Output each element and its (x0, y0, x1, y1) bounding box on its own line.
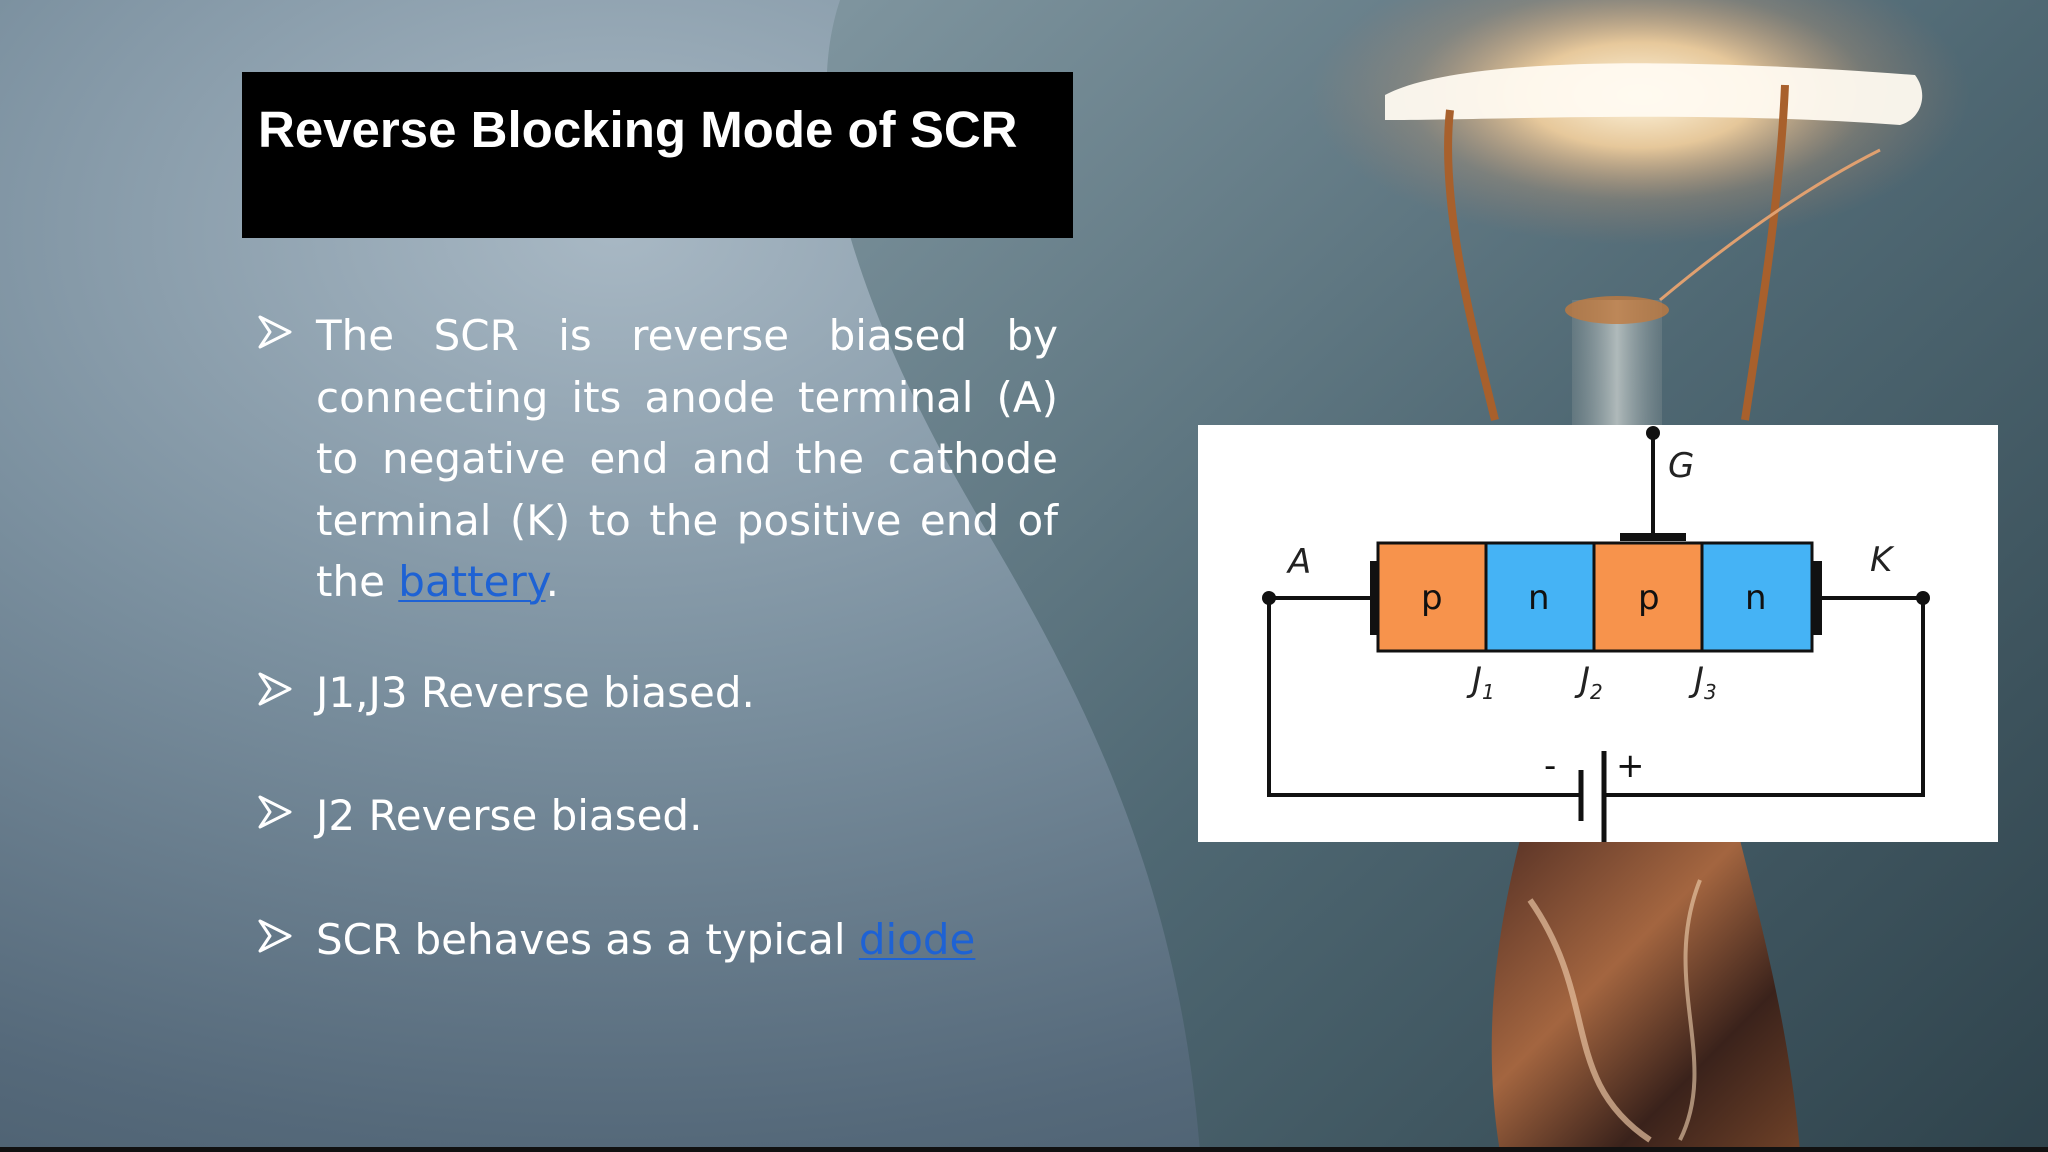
n-layer-1 (1484, 541, 1596, 653)
n-layer-2 (1700, 541, 1814, 653)
bullet-text: J1,J3 Reverse biased. (316, 667, 755, 717)
gate-contact (1620, 533, 1686, 541)
bullet-text: J2 Reverse biased. (316, 791, 703, 840)
junction-label-1: J1 (1466, 660, 1495, 704)
arrowhead-bullet-icon (258, 315, 292, 349)
layer-label: n (1528, 578, 1550, 618)
layer-label: n (1745, 578, 1767, 618)
p-layer-2 (1592, 541, 1704, 653)
bullet-text: SCR behaves as a typical diode (316, 914, 976, 964)
bullet-text: The SCR is reverse biased by connecting … (316, 311, 1058, 606)
junction-label-3: J3 (1688, 660, 1717, 704)
bottom-border (0, 1147, 2048, 1152)
arrowhead-bullet-icon (258, 672, 292, 705)
bullet-item: SCR behaves as a typical diode (258, 909, 1058, 971)
cathode-label: K (1870, 540, 1895, 580)
diode-link[interactable]: diode (858, 914, 976, 964)
battery-link[interactable]: battery (398, 557, 546, 606)
junction-label-2: J2 (1574, 660, 1603, 704)
battery-minus-label: - (1544, 746, 1556, 786)
circuit-wire-left (1267, 598, 1580, 797)
gate-terminal (1646, 426, 1660, 440)
arrowhead-bullet-icon (258, 919, 292, 952)
gate-label: G (1668, 446, 1694, 486)
battery-plus-label: + (1616, 746, 1645, 786)
arrowhead-bullet-icon (258, 795, 292, 829)
circuit-wire-right (1606, 598, 1925, 797)
scr-circuit-diagram: G A K p n p n J1 J2 J3 (1198, 425, 1998, 842)
p-layer-1 (1376, 541, 1488, 653)
layer-label: p (1421, 578, 1443, 618)
slide-title: Reverse Blocking Mode of SCR (258, 101, 1018, 158)
layer-label: p (1638, 578, 1660, 618)
bullet-list: The SCR is reverse biased by connecting … (258, 305, 1058, 970)
cathode-contact (1812, 561, 1822, 635)
title-box: Reverse Blocking Mode of SCR (242, 72, 1073, 238)
anode-contact (1370, 561, 1380, 635)
bullet-item: J1,J3 Reverse biased. (258, 662, 1058, 724)
bullet-item: The SCR is reverse biased by connecting … (258, 305, 1058, 613)
anode-label: A (1286, 542, 1311, 582)
bullet-item: J2 Reverse biased. (258, 785, 1058, 847)
